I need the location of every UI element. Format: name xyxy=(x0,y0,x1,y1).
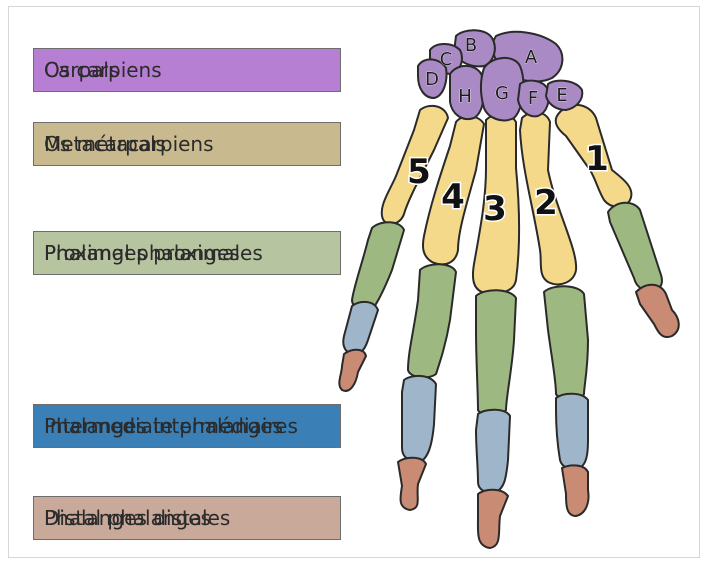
distal-phalanx-1 xyxy=(636,285,679,337)
finger-2 xyxy=(520,112,589,516)
finger-number-4: 4 xyxy=(441,177,465,217)
finger-number-3: 3 xyxy=(483,189,507,229)
distal-phalanx-4 xyxy=(398,458,426,510)
finger-3 xyxy=(473,114,519,548)
distal-phalanx-5 xyxy=(339,350,366,391)
carpal-label-c: C xyxy=(440,49,453,70)
finger-number-2: 2 xyxy=(534,183,558,223)
intermediate-phalanx-3 xyxy=(476,410,510,493)
intermediate-phalanx-5 xyxy=(343,302,378,354)
carpal-label-e: E xyxy=(556,85,567,106)
proximal-phalanx-1 xyxy=(608,203,662,291)
intermediate-phalanx-4 xyxy=(402,376,436,462)
proximal-phalanx-2 xyxy=(544,286,588,400)
proximal-phalanx-3 xyxy=(476,290,516,416)
carpal-label-d: D xyxy=(425,69,439,90)
proximal-phalanx-5 xyxy=(352,222,404,310)
distal-phalanx-3 xyxy=(478,490,508,548)
carpal-label-g: G xyxy=(495,83,509,104)
carpal-label-b: B xyxy=(465,35,477,56)
distal-phalanx-2 xyxy=(562,465,589,516)
finger-number-1: 1 xyxy=(585,139,609,179)
carpal-label-h: H xyxy=(458,86,472,107)
carpal-bones: A B C D E F G H xyxy=(418,30,582,120)
finger-number-5: 5 xyxy=(407,152,431,192)
carpal-label-a: A xyxy=(525,47,538,68)
intermediate-phalanx-2 xyxy=(556,394,588,469)
proximal-phalanx-4 xyxy=(408,264,456,377)
carpal-label-f: F xyxy=(528,88,538,109)
